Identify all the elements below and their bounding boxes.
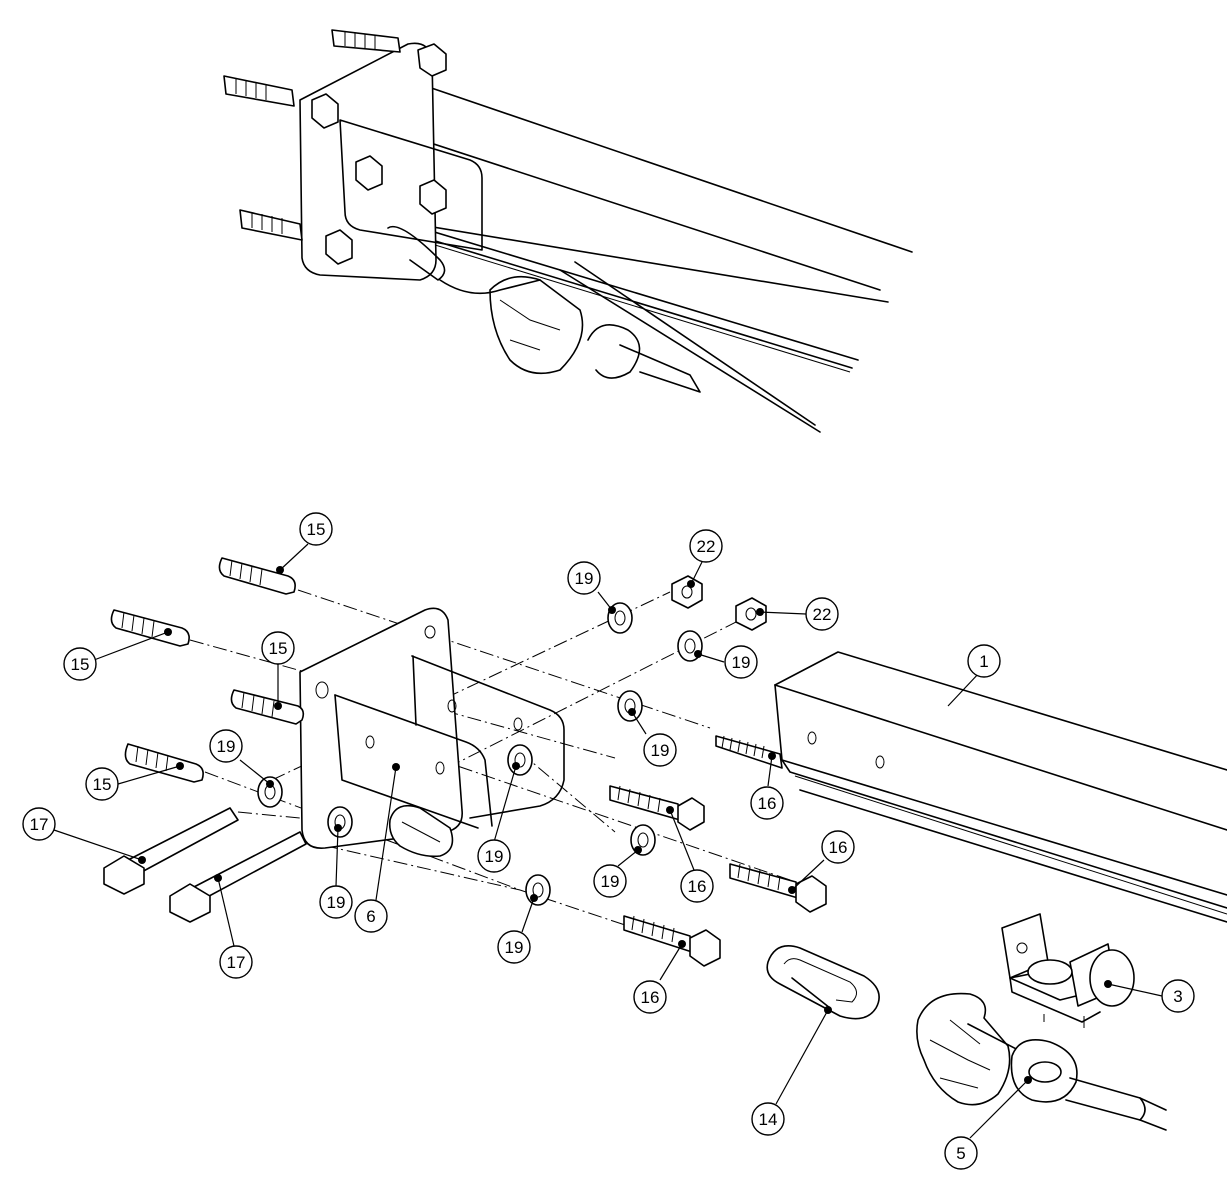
callout-6-text: 6 (366, 907, 375, 926)
assembled-view (223, 29, 913, 433)
callout-15-c: 15 (261, 631, 295, 665)
callout-19-a-text: 19 (575, 569, 594, 588)
wall-bracket (299, 607, 565, 858)
callout-3-text: 3 (1173, 987, 1182, 1006)
callout-15-a: 15 (299, 512, 333, 546)
wall-anchor-15-a (218, 557, 296, 595)
lag-screw-16-b (609, 785, 705, 831)
washer-19-b (677, 630, 703, 662)
wall-anchor-15-c (230, 689, 305, 725)
callout-5-text: 5 (956, 1144, 965, 1163)
callout-22-b-text: 22 (813, 605, 832, 624)
callout-15-b-text: 15 (71, 655, 90, 674)
hex-nut-22-b (735, 597, 767, 631)
callout-16-b-text: 16 (688, 877, 707, 896)
leader-lines (53, 543, 1163, 1139)
callout-1-text: 1 (979, 652, 988, 671)
callout-19-b-text: 19 (732, 653, 751, 672)
wall-anchor-15-d (124, 743, 204, 783)
rail-beam (774, 651, 1227, 923)
callout-22-b: 22 (805, 597, 839, 631)
callout-19-d: 19 (209, 729, 243, 763)
callout-16-d-text: 16 (641, 988, 660, 1007)
washer-19-e (507, 744, 533, 776)
callout-5: 5 (944, 1136, 978, 1170)
callout-22-a-text: 22 (697, 537, 716, 556)
callout-16-c-text: 16 (829, 838, 848, 857)
callout-19-f: 19 (319, 885, 353, 919)
washer-19-h (525, 874, 551, 906)
callout-19-c-text: 19 (651, 741, 670, 760)
callout-19-b: 19 (724, 645, 758, 679)
hex-nut-22-a (671, 575, 703, 609)
callout-6: 6 (354, 899, 388, 933)
assembled-anchor-2 (223, 75, 295, 107)
callout-16-a-text: 16 (758, 794, 777, 813)
callout-15-d: 15 (85, 767, 119, 801)
callout-3: 3 (1161, 979, 1195, 1013)
callout-16-b: 16 (680, 869, 714, 903)
callout-19-g: 19 (593, 864, 627, 898)
callout-17-a-text: 17 (30, 815, 49, 834)
callout-19-c: 19 (643, 733, 677, 767)
washer-19-a (607, 602, 633, 634)
callout-16-c: 16 (821, 830, 855, 864)
long-bolt-17-b (169, 831, 307, 923)
assembled-hook (387, 226, 701, 393)
callout-19-a: 19 (567, 561, 601, 595)
washer-19-f (327, 806, 353, 838)
assembled-anchor-3 (239, 209, 303, 241)
callout-16-a: 16 (750, 786, 784, 820)
callout-15-a-text: 15 (307, 520, 326, 539)
washer-19-c (617, 690, 643, 722)
callout-15-d-text: 15 (93, 775, 112, 794)
lag-screw-16-a (715, 735, 783, 769)
wall-anchor-15-b (110, 609, 190, 647)
callout-15-c-text: 15 (269, 639, 288, 658)
callout-19-g-text: 19 (601, 872, 620, 891)
callout-19-e-text: 19 (485, 847, 504, 866)
washer-19-d (257, 776, 283, 808)
exploded-view: 15 15 15 15 22 22 19 19 19 19 19 19 19 1… (22, 512, 1227, 1170)
callout-19-e: 19 (477, 839, 511, 873)
lag-screw-16-d (623, 915, 721, 967)
callout-22-a: 22 (689, 529, 723, 563)
callout-15-b: 15 (63, 647, 97, 681)
callout-14: 14 (751, 1102, 785, 1136)
hook-5 (916, 992, 1167, 1131)
callout-17-b-text: 17 (227, 953, 246, 972)
callout-19-h-text: 19 (505, 938, 524, 957)
washer-19-g (630, 824, 656, 856)
callout-19-d-text: 19 (217, 737, 236, 756)
assembled-nuts (311, 43, 447, 265)
callout-14-text: 14 (759, 1110, 778, 1129)
callout-19-h: 19 (497, 930, 531, 964)
callout-17-b: 17 (219, 945, 253, 979)
callout-16-d: 16 (633, 980, 667, 1014)
long-bolt-17-a (103, 807, 239, 895)
callout-19-f-text: 19 (327, 893, 346, 912)
callout-17-a: 17 (22, 807, 56, 841)
assembled-anchor-1 (331, 29, 401, 53)
callout-1: 1 (967, 644, 1001, 678)
pulley-bracket-3 (1001, 913, 1135, 1028)
snap-hook-14 (766, 945, 880, 1020)
